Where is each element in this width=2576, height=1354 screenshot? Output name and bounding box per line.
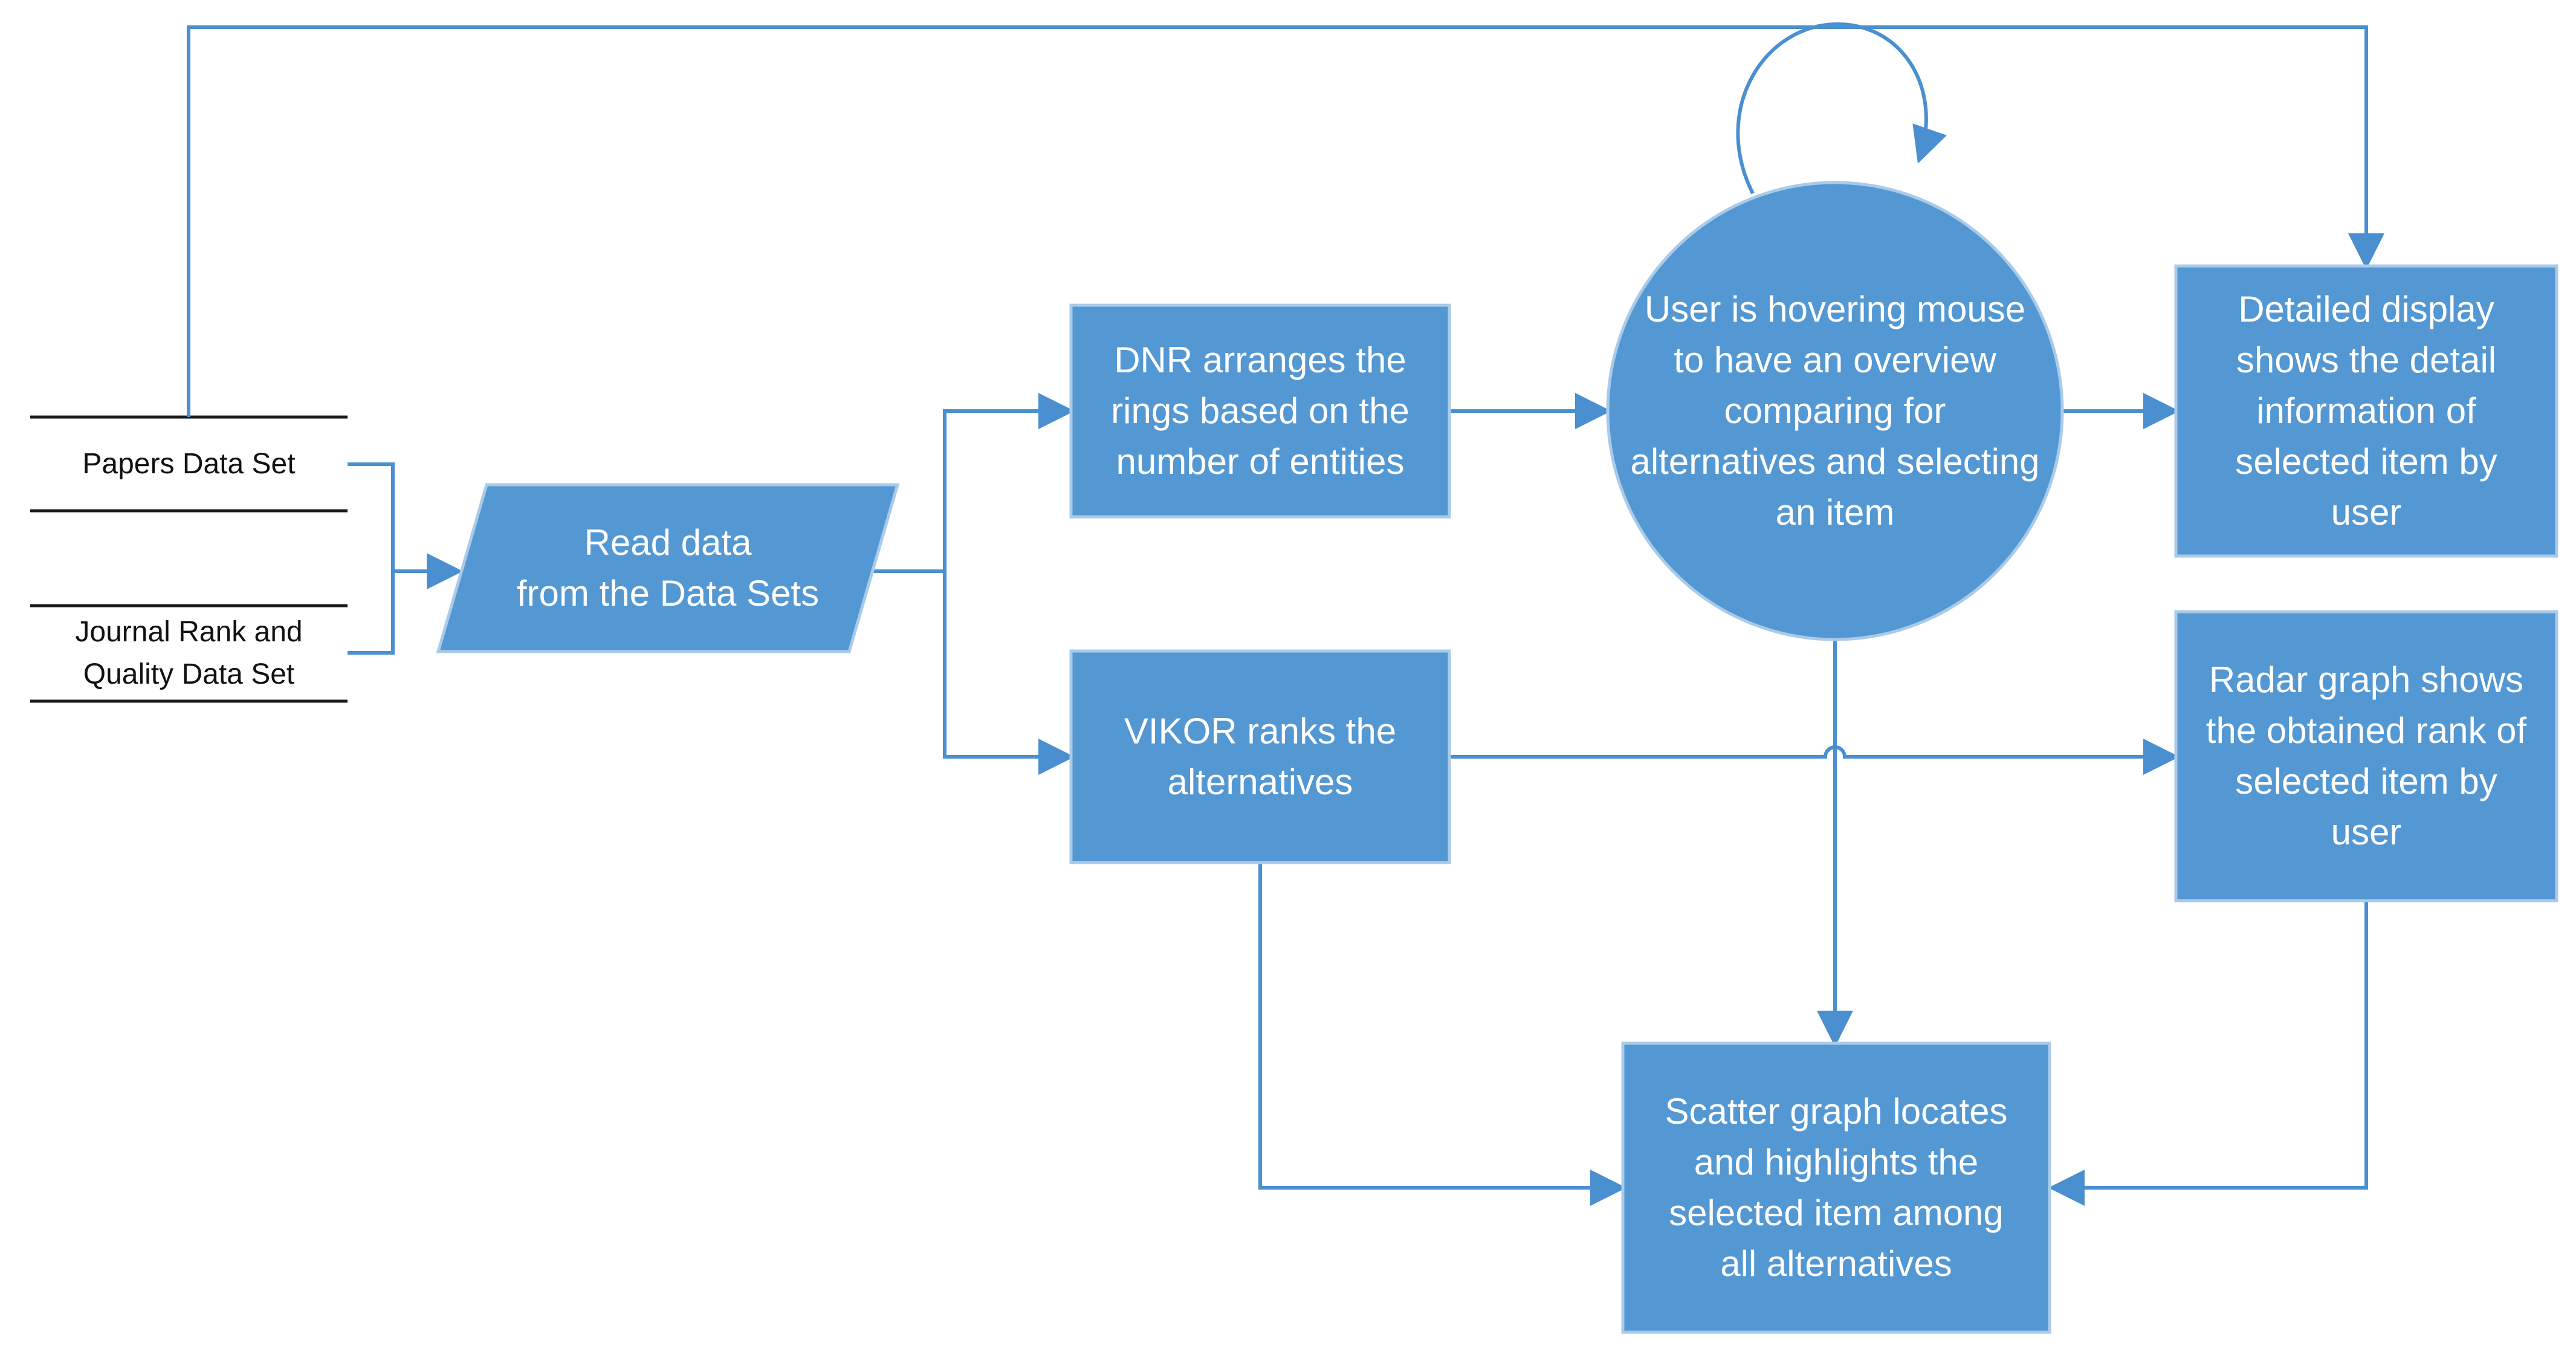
dnr-box	[1069, 303, 1451, 519]
connector-journal-to-read	[348, 571, 395, 655]
radar-box	[2174, 610, 2558, 902]
connector-papers-to-detail	[187, 25, 2384, 417]
connector-papers-to-read	[348, 462, 463, 589]
connector-radar-to-scatter	[2048, 901, 2368, 1206]
detail-label: Detailed display shows the detail inform…	[2235, 289, 2497, 533]
connector-vikor-to-radar	[1449, 739, 2180, 775]
user-hover-circle	[1606, 181, 2064, 641]
vikor-label: VIKOR ranks the alternatives	[1124, 711, 1397, 802]
dnr-label: DNR arranges the rings based on the numb…	[1111, 340, 1409, 482]
connector-user-self-loop	[1736, 22, 1947, 195]
scatter-label: Scatter graph locates and highlights the…	[1665, 1091, 2008, 1284]
read-data-parallelogram	[436, 483, 900, 653]
scatter-box	[1621, 1041, 2051, 1334]
data-store-papers-label: Papers Data Set	[82, 448, 296, 480]
read-data-label: Read data from the Data Sets	[516, 522, 820, 614]
user-hover-label: User is hovering mouse to have an overvi…	[1630, 289, 2040, 533]
connector-vikor-to-scatter	[1258, 863, 1626, 1206]
detail-box	[2174, 264, 2558, 558]
connector-split-to-dnr	[943, 393, 1075, 571]
data-store-journal-lines	[30, 604, 348, 703]
data-store-journal-label: Journal Rank and Quality Data Set	[75, 616, 303, 690]
connector-split-to-vikor	[943, 571, 1075, 775]
vikor-box	[1069, 649, 1451, 864]
radar-label: Radar graph shows the obtained rank of s…	[2205, 659, 2527, 852]
